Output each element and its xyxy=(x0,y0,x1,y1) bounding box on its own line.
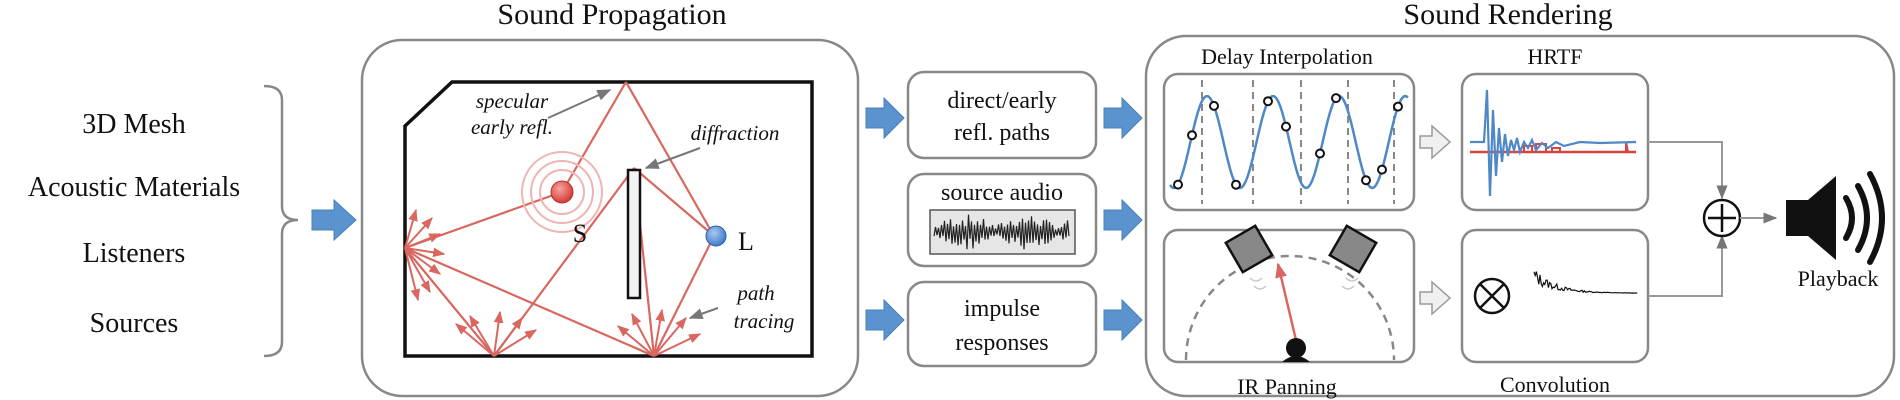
playback-speaker-icon xyxy=(1786,171,1885,265)
hrtf-label: HRTF xyxy=(1528,44,1583,69)
impulse-label-line2: responses xyxy=(955,330,1048,356)
delay-interpolation-label: Delay Interpolation xyxy=(1201,44,1373,69)
impulse-box xyxy=(906,280,1098,368)
specular-label-line2: early refl. xyxy=(471,115,553,139)
input-bracket xyxy=(263,84,299,358)
scene-room xyxy=(403,80,814,358)
diffraction-pointer xyxy=(644,147,701,169)
source-label: S xyxy=(573,219,587,248)
arrow-audio-to-rendering xyxy=(1103,198,1143,242)
left-speaker-icon xyxy=(1224,224,1274,274)
diffraction-wall xyxy=(626,168,642,300)
paths-label-line1: direct/early xyxy=(947,88,1056,114)
source-audio-wave-trace xyxy=(933,214,1070,250)
diffraction-label: diffraction xyxy=(691,121,780,145)
input-sources: Sources xyxy=(90,308,179,339)
hrtf-to-sum-line xyxy=(1648,141,1728,200)
input-acoustic-materials: Acoustic Materials xyxy=(28,172,240,203)
convolution-label: Convolution xyxy=(1500,372,1610,397)
arrow-inputs-to-propagation xyxy=(311,198,357,242)
path-tracing-label-line1: path xyxy=(735,281,774,305)
arrow-panning-to-convolution xyxy=(1419,280,1452,316)
path-tracing-pointer xyxy=(688,307,719,320)
playback-label: Playback xyxy=(1798,266,1879,291)
convolution-impulse-trace xyxy=(1533,271,1638,294)
path-tracing-label-line2: tracing xyxy=(734,309,795,333)
paths-box xyxy=(906,70,1098,160)
delay-grid-lines xyxy=(1201,80,1395,204)
scatter-arrows xyxy=(404,208,702,357)
listener xyxy=(705,225,727,247)
paths-label-line2: refl. paths xyxy=(954,120,1050,146)
propagation-panel xyxy=(360,38,860,398)
impulse-label-line1: impulse xyxy=(964,296,1040,322)
panning-arc xyxy=(1184,254,1396,361)
delay-sine-wave xyxy=(1169,94,1409,190)
hrtf-blue-response xyxy=(1470,89,1637,197)
source-emitter xyxy=(521,151,603,233)
convolution-to-sum-line xyxy=(1648,234,1728,297)
sound-propagation-title: Sound Propagation xyxy=(497,0,726,31)
convolution-operator-icon xyxy=(1473,277,1511,315)
listener-label: L xyxy=(738,227,754,256)
arrow-to-impulse xyxy=(865,298,905,342)
ir-panning-label: IR Panning xyxy=(1237,374,1337,399)
delay-sample-points xyxy=(1173,93,1403,190)
input-listeners: Listeners xyxy=(83,238,186,269)
source-audio-label: source audio xyxy=(941,180,1063,206)
right-speaker-icon xyxy=(1328,224,1378,274)
sum-operator-icon xyxy=(1702,198,1742,238)
arrow-to-paths xyxy=(865,96,905,140)
input-3d-mesh: 3D Mesh xyxy=(82,109,185,140)
specular-label-line1: specular xyxy=(476,89,549,113)
arrow-impulse-to-rendering xyxy=(1103,298,1143,342)
speaker-wave-marks xyxy=(1249,277,1359,290)
arrow-delay-to-hrtf xyxy=(1419,124,1452,160)
listener-head-icon xyxy=(1282,338,1310,362)
arrow-paths-to-rendering xyxy=(1103,96,1143,140)
sound-rendering-title: Sound Rendering xyxy=(1403,0,1612,31)
specular-pointer xyxy=(547,89,612,119)
panning-direction-arrow xyxy=(1275,262,1298,341)
